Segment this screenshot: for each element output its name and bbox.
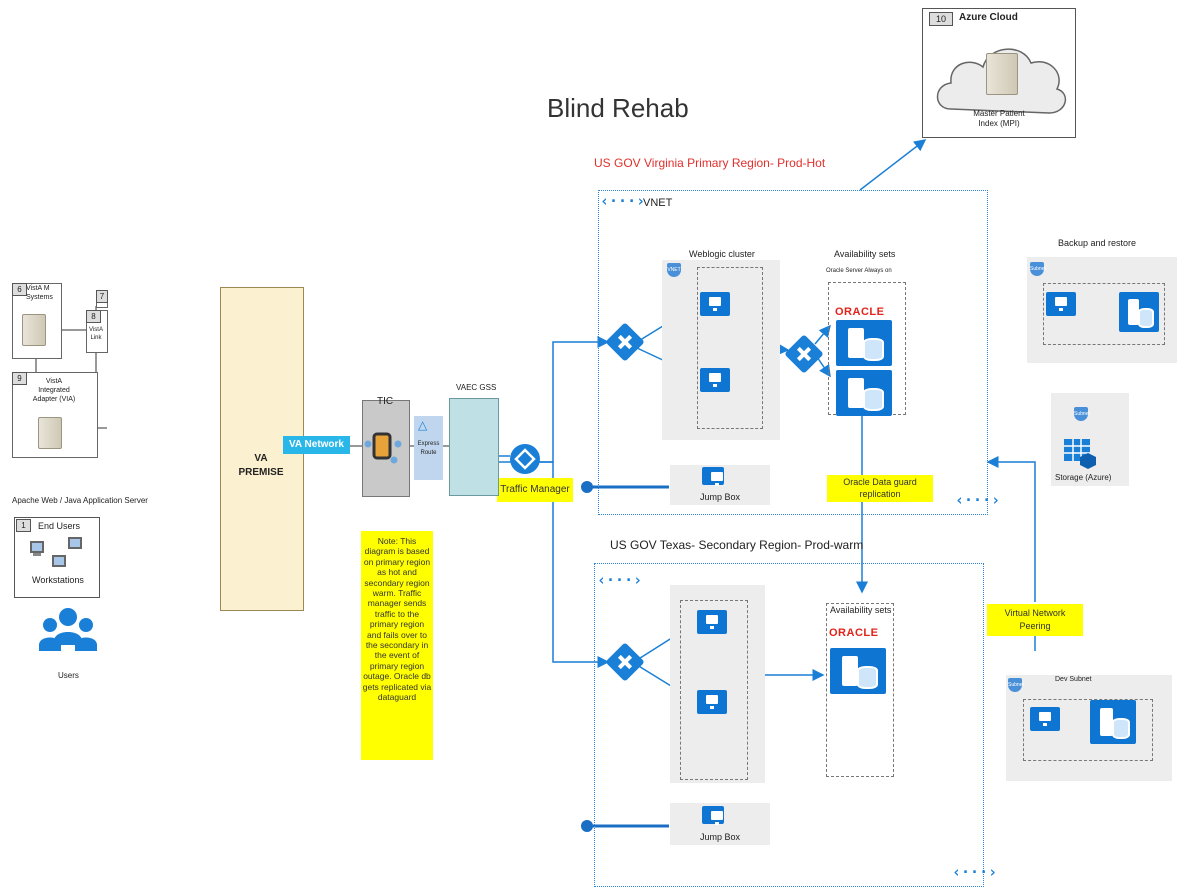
mpi-label: Master Patient Index (MPI) [959,109,1039,129]
vnet-icon: ‹···› [952,863,997,881]
dev-subnet-label: Dev Subnet [1055,676,1092,683]
mpi-server-icon [986,53,1018,95]
end-users-label: End Users [38,521,80,531]
oracle-db-icon [836,370,892,416]
azure-cloud-box: 10 Azure Cloud Master Patient Index (MPI… [922,8,1076,138]
oracle-logo: ORACLE [835,306,884,318]
traffic-manager-label: Traffic Manager [497,478,573,502]
vaec-gss-box [449,398,499,496]
vista-link-label: VistA Link [86,326,106,342]
vnet-icon: ‹···› [955,491,1000,509]
vm-icon [700,292,730,316]
users-icon [38,605,98,657]
vnet-icon: ‹···› [597,571,642,589]
line-to-azure [860,140,925,190]
note-box: Note: This diagram is based on primary r… [361,531,433,760]
oracle-db-icon [836,320,892,366]
page-title: Blind Rehab [547,93,689,124]
shield-icon: VNET [667,263,681,277]
vista-m-label: VistA M Systems [26,284,53,302]
users-label: Users [58,671,79,680]
backup-restore-label: Backup and restore [1058,238,1136,248]
jump-box-label: Jump Box [700,832,740,842]
vm-icon [700,368,730,392]
availability-sets-label: Availability sets [834,249,895,259]
vnet-icon: ‹···› [600,192,645,210]
workstations-icon [30,535,90,577]
vm-icon [1046,292,1076,316]
dev-db-icon [1090,700,1136,744]
vnet-peering-label: Virtual Network Peering [987,604,1083,636]
vaec-gss-label: VAEC GSS [456,383,496,392]
oracle-always-on-label: Oracle Server Always on [826,268,892,274]
workstations-label: Workstations [32,575,84,585]
firewall-icon [364,430,404,466]
backup-db-icon [1119,292,1159,332]
vnet-label: VNET [643,197,672,209]
tic-label: TIC [377,396,393,407]
oracle-data-guard-label: Oracle Data guard replication [827,475,933,502]
server-icon [38,417,62,449]
shield-icon: Subnet [1008,678,1022,692]
primary-region-label: US GOV Virginia Primary Region- Prod-Hot [594,156,825,170]
oracle-db-icon [830,648,886,694]
secondary-vnet-boundary [594,563,984,887]
end-users-number: 1 [16,519,31,532]
oracle-logo: ORACLE [829,627,878,639]
vista-m-number: 6 [12,283,27,296]
shield-icon: Subnet [1030,262,1044,276]
vm-icon [697,690,727,714]
vm-icon [697,610,727,634]
jump-box-label: Jump Box [700,492,740,502]
vm-icon [702,806,724,824]
storage-label: Storage (Azure) [1055,473,1111,482]
secondary-region-label: US GOV Texas- Secondary Region- Prod-war… [610,538,863,552]
va-network-label: VA Network [283,436,350,454]
azure-cloud-label: Azure Cloud [959,12,1018,23]
server-icon [22,314,46,346]
traffic-manager-icon [508,442,542,476]
vm-icon [1030,707,1060,731]
vm-icon [702,467,724,485]
vista-link-number: 8 [86,310,101,323]
via-label: VistA Integrated Adapter (VIA) [12,377,96,404]
express-route-label: Express Route [414,440,443,458]
va-premise-label: VA PREMISE [220,452,302,480]
storage-icon [1064,437,1100,469]
azure-number-badge: 10 [929,12,953,26]
apache-label: Apache Web / Java Application Server [12,496,148,505]
shield-icon: Subnet [1074,407,1088,421]
box7-number: 7 [96,290,108,303]
weblogic-cluster-label: Weblogic cluster [689,249,755,259]
express-route-icon: △ [418,418,427,432]
